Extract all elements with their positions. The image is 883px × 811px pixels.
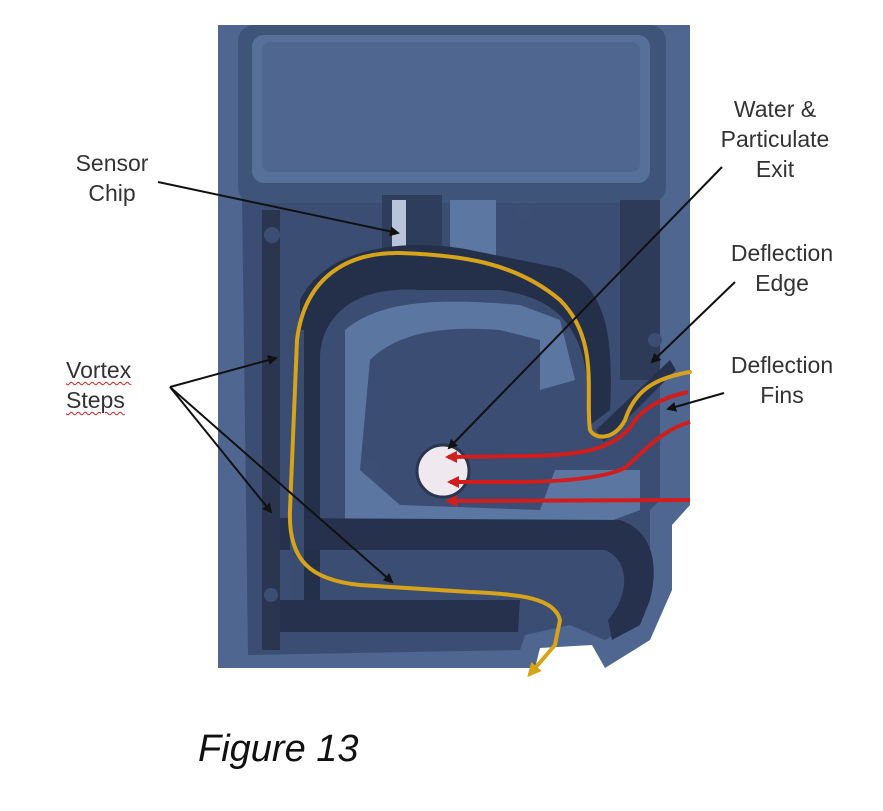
deflection-edge-label: Deflection Edge: [730, 240, 834, 296]
figure-caption: Figure 13: [198, 728, 359, 770]
water-exit-label: Water & Particulate Exit: [720, 96, 830, 182]
deflection-fins-label: Deflection Fins: [730, 352, 834, 408]
sensor-chip-label: Sensor Chip: [75, 150, 149, 206]
vortex-steps-label: Vortex Steps: [66, 357, 132, 413]
leader-lines: [157, 166, 736, 584]
housing-photo: [218, 25, 690, 668]
water-flow-path: [287, 250, 692, 678]
air-flow-arrows: [445, 390, 691, 507]
exit-hole: [415, 443, 471, 499]
